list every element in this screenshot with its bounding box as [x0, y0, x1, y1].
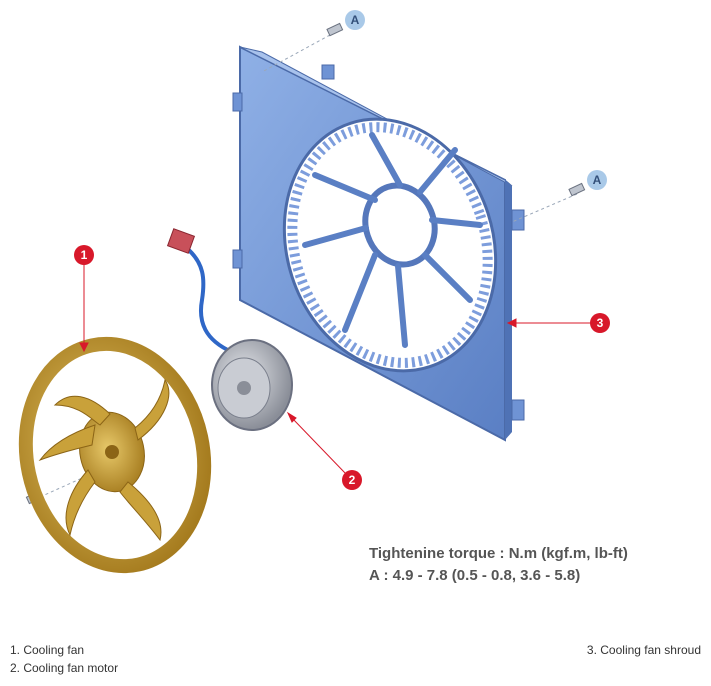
cooling-fan: [18, 336, 212, 574]
leader-line-motor: [291, 417, 347, 475]
callout-shroud-number: 3: [597, 316, 604, 330]
bolt-label-top-text: A: [351, 13, 360, 27]
legend-item-2: 2. Cooling fan motor: [10, 661, 119, 675]
callout-motor-number: 2: [349, 473, 356, 487]
leader-arrow-shroud: [506, 318, 517, 328]
bolt-right: [511, 182, 586, 223]
leader-arrow-motor: [286, 411, 297, 423]
bolt-label-right: A: [587, 170, 607, 190]
legend-item-1: 1. Cooling fan: [10, 643, 85, 657]
callout-motor: 2: [342, 470, 362, 490]
leader-arrow-fan: [79, 342, 89, 353]
legend-item-3: 3. Cooling fan shroud: [586, 643, 701, 657]
cooling-fan-shroud: [232, 45, 525, 442]
bolt-top: [261, 22, 344, 73]
callout-shroud: 3: [590, 313, 610, 333]
torque-title: Tightenine torque : N.m (kgf.m, lb-ft): [369, 545, 628, 562]
bolt-label-top: A: [345, 10, 365, 30]
torque-spec-a: A : 4.9 - 7.8 (0.5 - 0.8, 3.6 - 5.8): [369, 567, 581, 584]
callout-fan-number: 1: [81, 248, 88, 262]
callout-fan: 1: [74, 245, 94, 265]
cooling-fan-motor: [166, 228, 293, 431]
bolt-label-right-text: A: [593, 173, 602, 187]
